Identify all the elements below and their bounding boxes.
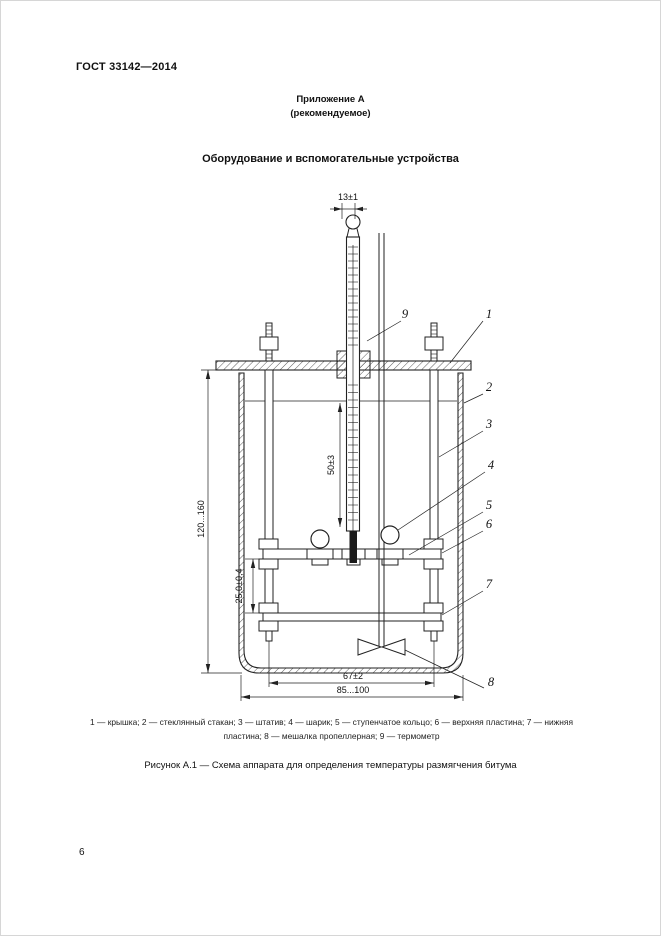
annex-heading: Приложение А (рекомендуемое) <box>1 93 660 121</box>
callout-2-beaker: 2 <box>486 380 492 394</box>
figure-caption: Рисунок А.1 — Схема аппарата для определ… <box>144 760 517 771</box>
dim-beaker-diameter: 85...100 <box>337 685 370 695</box>
propeller-blade-right <box>380 638 406 656</box>
annex-subtitle: (рекомендуемое) <box>290 108 371 119</box>
callout-9-thermometer: 9 <box>402 307 409 321</box>
steel-ball-right <box>380 525 400 545</box>
annex-title: Приложение А <box>296 94 365 105</box>
dim-plate-gap: 25,0±0,4 <box>234 569 244 604</box>
figure-legend: 1 — крышка; 2 — стеклянный стакан; 3 — ш… <box>90 717 573 741</box>
callout-6-upper-plate: 6 <box>486 517 493 531</box>
callout-4-ball: 4 <box>488 458 494 472</box>
thermometer-ring-top <box>345 214 361 230</box>
dim-top-width: 13±1 <box>338 192 358 202</box>
page-number: 6 <box>79 847 85 858</box>
thermometer <box>336 214 371 563</box>
callout-3-stand: 3 <box>485 417 492 431</box>
propeller-blade-left <box>357 638 383 656</box>
standard-number: ГОСТ 33142—2014 <box>76 61 178 73</box>
section-title: Оборудование и вспомогательные устройств… <box>202 153 459 165</box>
dim-immersion-depth: 50±3 <box>326 455 336 475</box>
propeller-stirrer <box>357 233 406 656</box>
apparatus-diagram: 13±1 50±3 120...160 25,0±0,4 67±2 85...1… <box>196 192 495 701</box>
lower-plate <box>258 602 444 642</box>
callout-8-stirrer: 8 <box>488 675 495 689</box>
dimension-arrows <box>205 206 463 700</box>
mercury-bulb <box>349 531 357 563</box>
callout-1-cover: 1 <box>486 307 492 321</box>
callout-numbers: 1 2 3 4 5 6 7 8 9 <box>402 307 495 689</box>
callout-leaders <box>366 320 486 689</box>
callout-5-ring: 5 <box>486 498 492 512</box>
dim-ring-spacing: 67±2 <box>343 671 363 681</box>
callout-7-lower-plate: 7 <box>486 577 493 591</box>
dim-beaker-height: 120...160 <box>196 500 206 538</box>
steel-ball-left <box>310 529 330 549</box>
